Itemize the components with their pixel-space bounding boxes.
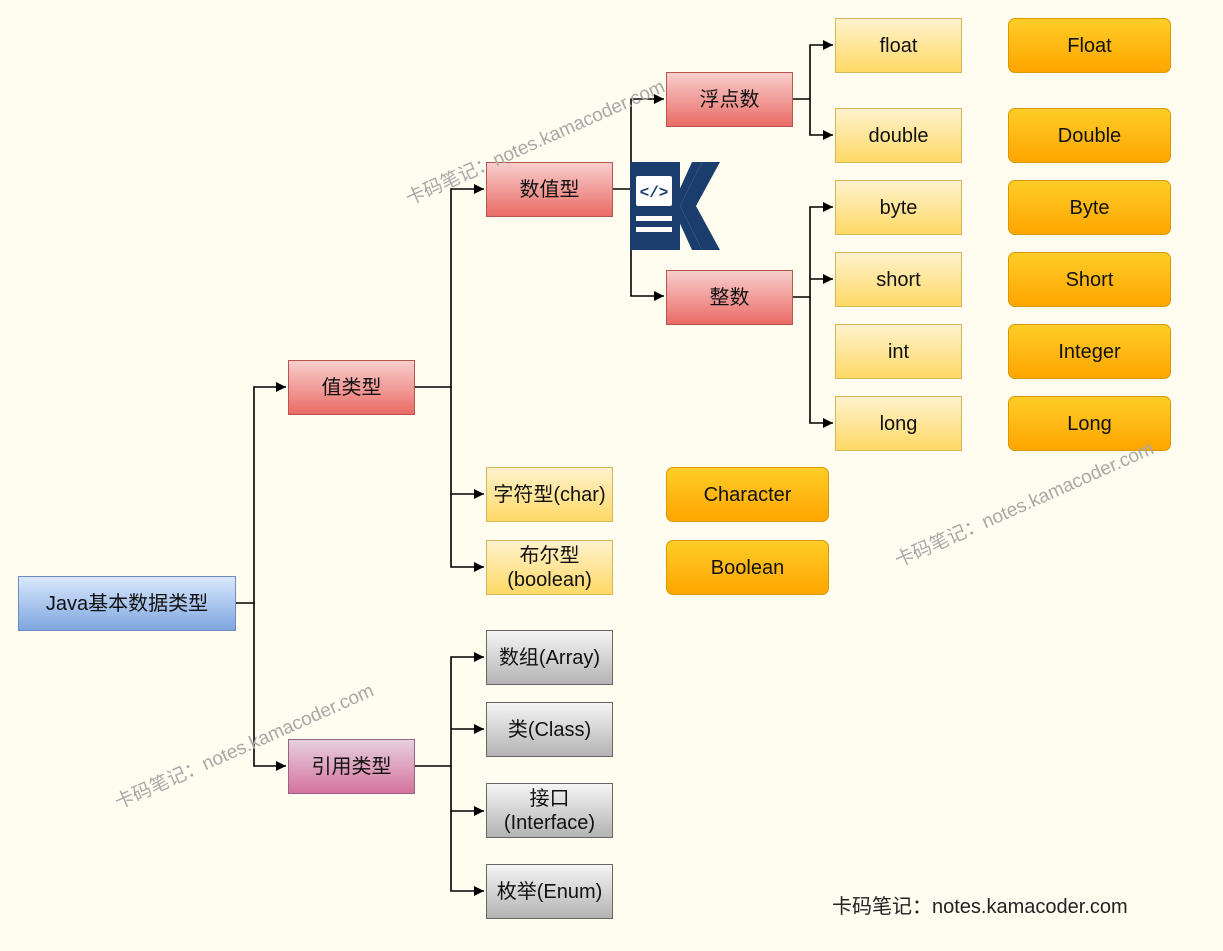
node-long: long (835, 396, 962, 451)
node-short: short (835, 252, 962, 307)
node-byte: byte (835, 180, 962, 235)
edge-root-ref (253, 603, 286, 771)
wrapper-short: Short (1008, 252, 1171, 307)
node-enum: 枚举(Enum) (486, 864, 613, 919)
node-char: 字符型(char) (486, 467, 613, 522)
edge-integer-byte (793, 202, 833, 298)
wrapper-character: Character (666, 467, 829, 522)
edge-integer-long (809, 297, 833, 428)
wrapper-byte: Byte (1008, 180, 1171, 235)
node-array: 数组(Array) (486, 630, 613, 685)
edge-floating-float (793, 40, 833, 100)
svg-text:</>: </> (640, 184, 669, 202)
node-double: double (835, 108, 962, 163)
wrapper-boolean: Boolean (666, 540, 829, 595)
node-class: 类(Class) (486, 702, 613, 757)
wrapper-long: Long (1008, 396, 1171, 451)
node-floating: 浮点数 (666, 72, 793, 127)
node-ref-type: 引用类型 (288, 739, 415, 794)
node-float: float (835, 18, 962, 73)
wrapper-double: Double (1008, 108, 1171, 163)
footer-credit: 卡码笔记：notes.kamacoder.com (832, 896, 1128, 918)
node-numeric: 数值型 (486, 162, 613, 217)
edge-value-numeric (415, 184, 484, 388)
node-boolean: 布尔型 (boolean) (486, 540, 613, 595)
edge-ref-enum (450, 811, 484, 896)
node-value-type: 值类型 (288, 360, 415, 415)
edge-root-value (235, 382, 286, 604)
node-interface: 接口 (Interface) (486, 783, 613, 838)
node-integer: 整数 (666, 270, 793, 325)
edge-ref-array (415, 652, 484, 767)
kamacoder-logo-icon: </> (630, 162, 720, 250)
edge-floating-double (809, 99, 833, 140)
wrapper-float: Float (1008, 18, 1171, 73)
edge-numeric-floating (613, 94, 664, 190)
edge-value-char (450, 387, 484, 499)
edge-ref-interface (450, 766, 484, 816)
wrapper-integer: Integer (1008, 324, 1171, 379)
node-int: int (835, 324, 962, 379)
edge-value-boolean (450, 494, 484, 572)
node-root: Java基本数据类型 (18, 576, 236, 631)
